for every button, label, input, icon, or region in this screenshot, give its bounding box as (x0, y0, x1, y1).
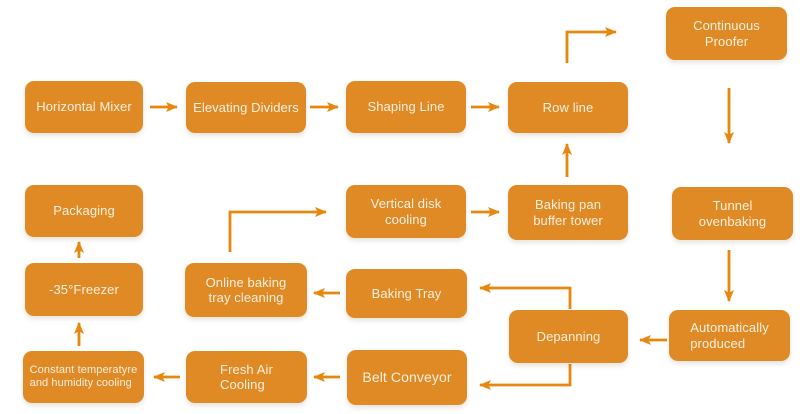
node-shaping-line: Shaping Line (346, 81, 466, 133)
node-belt-conveyor: Belt Conveyor (347, 350, 467, 405)
node-packaging: Packaging (25, 185, 143, 237)
node-label-horizontal-mixer: Horizontal Mixer (36, 99, 132, 115)
node-freezer-minus-35: -35°Freezer (25, 263, 143, 316)
node-horizontal-mixer: Horizontal Mixer (25, 81, 143, 133)
node-depanning: Depanning (509, 310, 628, 363)
arrow-depanning-to-belt-conveyor (479, 364, 572, 390)
node-elevating-dividers: Elevating Dividers (186, 82, 306, 133)
node-label-belt-conveyor: Belt Conveyor (362, 369, 452, 386)
node-label-packaging: Packaging (53, 203, 115, 219)
node-label-depanning: Depanning (536, 328, 601, 344)
node-label-shaping-line: Shaping Line (367, 99, 445, 115)
node-label-freezer-minus-35: -35°Freezer (49, 281, 119, 297)
node-label-elevating-dividers: Elevating Dividers (193, 99, 299, 115)
arrow-depanning-to-baking-tray (479, 283, 572, 309)
node-label-row-line: Row line (542, 99, 594, 115)
arrow-row-line-to-continuous-proofer (565, 27, 617, 63)
node-row-line: Row line (508, 82, 628, 133)
node-label-baking-tray: Baking Tray (371, 285, 442, 301)
node-baking-tray: Baking Tray (346, 269, 467, 318)
arrow-online-baking-tray-cleaning-to-vertical-disk-cooling (228, 207, 327, 252)
